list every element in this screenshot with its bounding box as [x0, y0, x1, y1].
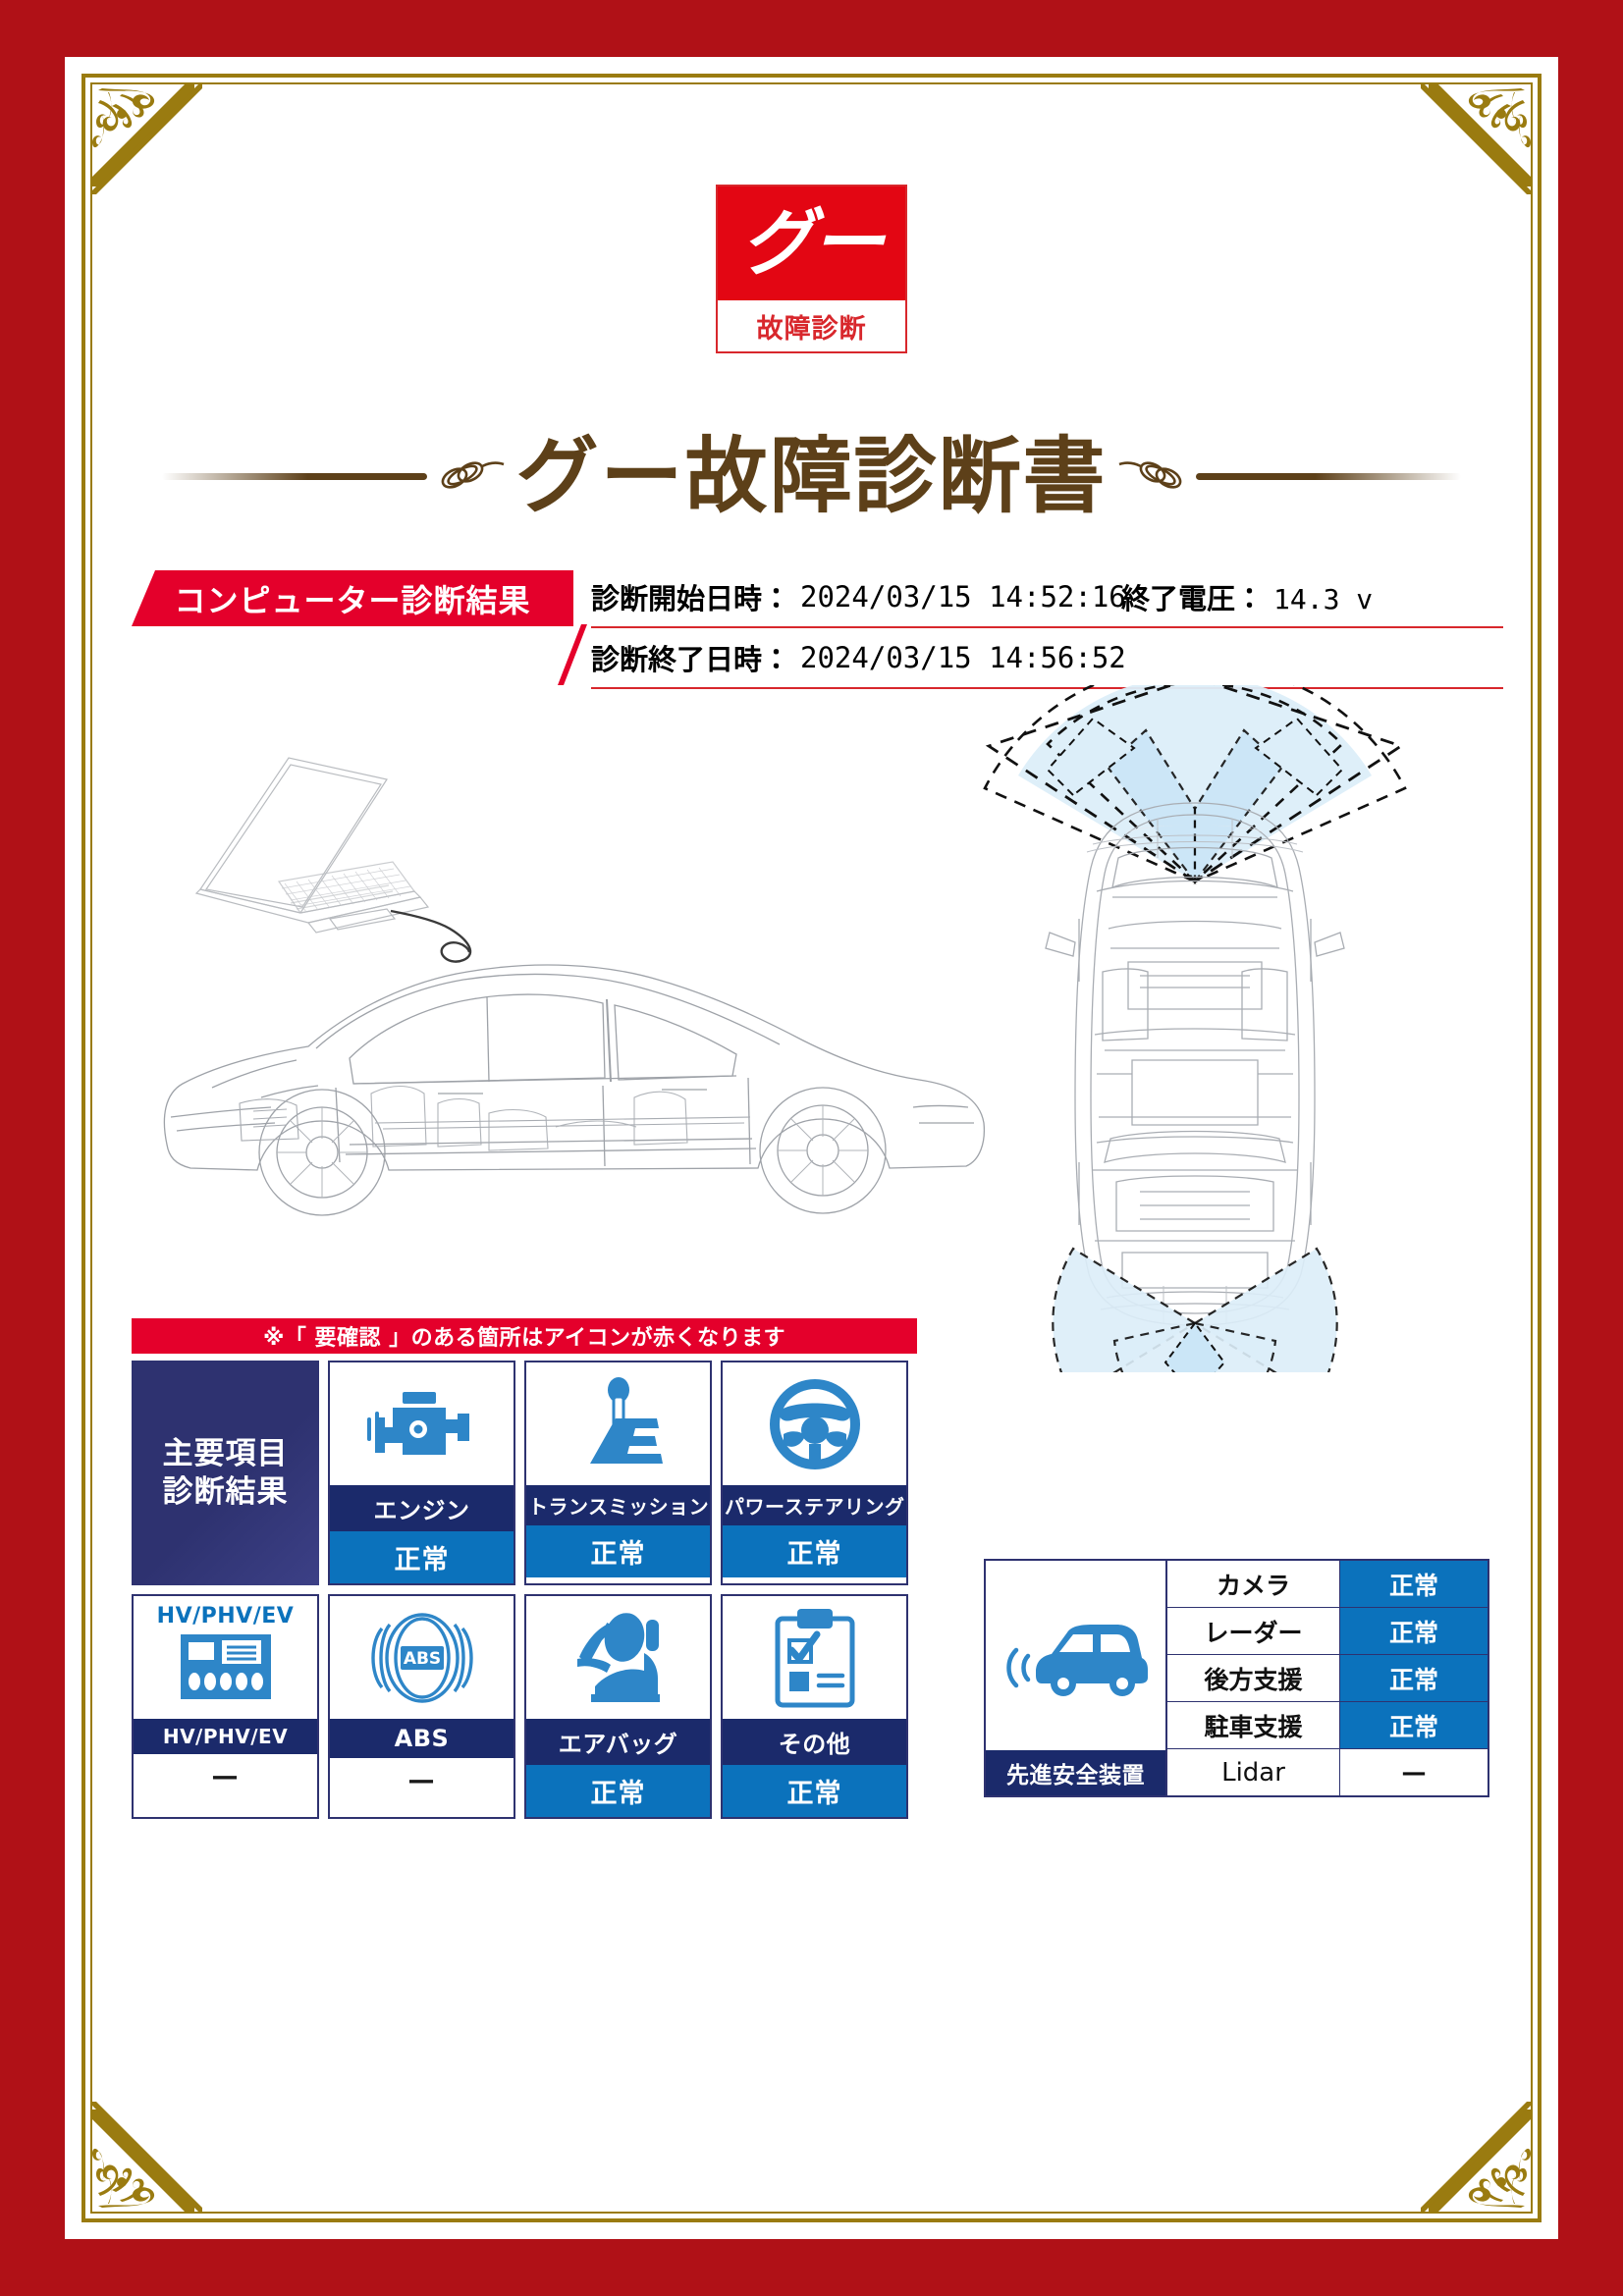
safety-item-status: 正常 [1340, 1702, 1488, 1748]
item-card-hv-phv-ev[interactable]: HV/PHV/EV [132, 1594, 319, 1819]
safety-row-radar: レーダー 正常 [1167, 1608, 1488, 1655]
main-items-notice: ※「 要確認 」のある箇所はアイコンが赤くなります [132, 1318, 917, 1354]
banner-slash-decoration [558, 624, 587, 685]
brand-logo: グー 故障診断 [104, 185, 1519, 353]
item-card-transmission[interactable]: トランスミッション 正常 [524, 1361, 712, 1585]
safety-item-status: 正常 [1340, 1655, 1488, 1701]
steering-wheel-icon [723, 1362, 906, 1485]
main-items-row-1: 主要項目 診断結果 [132, 1361, 917, 1585]
diagnosis-end-label: 診断終了日時： [591, 643, 791, 676]
item-card-other[interactable]: その他 正常 [721, 1594, 908, 1819]
diagnosis-end-value: 2024/03/15 14:56:52 [800, 641, 1126, 674]
vehicle-illustrations [104, 685, 1519, 1392]
transmission-icon [526, 1362, 710, 1485]
airbag-icon [526, 1596, 710, 1719]
item-label: エアバッグ [526, 1719, 710, 1765]
battery-icon: HV/PHV/EV [134, 1596, 317, 1719]
main-items-section-title: 主要項目 診断結果 [132, 1361, 319, 1585]
ornament-knot-icon [442, 461, 505, 489]
diagnosis-end-row: 診断終了日時： 2024/03/15 14:56:52 [591, 628, 1503, 689]
item-status: 正常 [526, 1525, 710, 1577]
safety-row-lidar: Lidar — [1167, 1749, 1488, 1795]
item-status: — [134, 1754, 317, 1798]
item-status: 正常 [526, 1765, 710, 1817]
hv-tag-label: HV/PHV/EV [156, 1604, 295, 1629]
item-label: パワーステアリング [723, 1485, 906, 1525]
logo-mark-text: グー [740, 201, 885, 286]
document-title-row: グー故障診断書 [104, 435, 1519, 517]
computer-diagnosis-banner: コンピューター診断結果 [132, 570, 573, 626]
item-status: 正常 [330, 1531, 514, 1583]
safety-row-rear-assist: 後方支援 正常 [1167, 1655, 1488, 1702]
side-view-car-wireframe-illustration [163, 964, 986, 1216]
advanced-safety-label: 先進安全装置 [986, 1750, 1165, 1795]
item-card-abs[interactable]: ABS ABS — [328, 1594, 515, 1819]
certificate-paper: グー 故障診断 グー故障診断書 [65, 57, 1558, 2239]
safety-item-label: レーダー [1167, 1608, 1340, 1654]
item-card-engine[interactable]: エンジン 正常 [328, 1361, 515, 1585]
item-status: 正常 [723, 1765, 906, 1817]
safety-item-label: 後方支援 [1167, 1655, 1340, 1701]
end-voltage-group: 終了電圧： 14.3 v [1121, 576, 1373, 617]
abs-icon: ABS [330, 1596, 514, 1719]
gold-border-outer [81, 74, 1542, 2222]
laptop-wireframe-illustration [194, 757, 472, 963]
item-label: その他 [723, 1719, 906, 1765]
advanced-safety-rows: カメラ 正常 レーダー 正常 後方支援 正常 駐車支援 正常 [1167, 1561, 1488, 1795]
title-rule-left [162, 472, 428, 480]
end-voltage-value: 14.3 v [1273, 583, 1374, 615]
safety-item-label: 駐車支援 [1167, 1702, 1340, 1748]
safety-item-label: Lidar [1167, 1749, 1340, 1795]
safety-item-status: — [1340, 1749, 1488, 1795]
rear-sensor-zones [1052, 1247, 1338, 1372]
item-card-power-steering[interactable]: パワーステアリング 正常 [721, 1361, 908, 1585]
top-view-car-sensor-illustration [983, 685, 1407, 1372]
item-card-airbag[interactable]: エアバッグ 正常 [524, 1594, 712, 1819]
advanced-safety-table: 先進安全装置 カメラ 正常 レーダー 正常 後方支援 正常 [984, 1559, 1489, 1797]
end-voltage-label: 終了電圧： [1121, 582, 1265, 615]
diagnosis-start-row: 診断開始日時： 2024/03/15 14:52:16 終了電圧： 14.3 v [591, 567, 1503, 628]
computer-diagnosis-header: コンピューター診断結果 診断開始日時： 2024/03/15 14:52:16 … [132, 567, 1503, 689]
item-status: 正常 [723, 1525, 906, 1577]
item-label: エンジン [330, 1485, 514, 1531]
engine-icon [330, 1362, 514, 1485]
logo-subtitle: 故障診断 [756, 313, 867, 345]
safety-item-label: カメラ [1167, 1561, 1340, 1607]
section-title-line-1: 主要項目 [162, 1435, 289, 1471]
safety-item-status: 正常 [1340, 1608, 1488, 1654]
title-rule-right [1195, 472, 1461, 480]
svg-text:ABS: ABS [403, 1649, 440, 1669]
safety-item-status: 正常 [1340, 1561, 1488, 1607]
computer-diagnosis-banner-label: コンピューター診断結果 [174, 581, 531, 619]
report-content: グー 故障診断 グー故障診断書 [104, 96, 1519, 2200]
diagnosis-start-label: 診断開始日時： [591, 582, 791, 615]
diagnosis-start-value: 2024/03/15 14:52:16 [800, 580, 1126, 614]
main-items-row-2: HV/PHV/EV [132, 1594, 917, 1819]
front-sensor-zones [983, 685, 1407, 885]
logo-mark-area: グー [718, 187, 905, 300]
gold-border-inner [90, 82, 1533, 2214]
safety-row-camera: カメラ 正常 [1167, 1561, 1488, 1608]
main-items-section: ※「 要確認 」のある箇所はアイコンが赤くなります 主要項目 診断結果 [132, 1318, 917, 1819]
safety-row-parking-assist: 駐車支援 正常 [1167, 1702, 1488, 1749]
item-label: HV/PHV/EV [134, 1719, 317, 1754]
section-title-line-2: 診断結果 [162, 1473, 289, 1510]
clipboard-check-icon [723, 1596, 906, 1719]
page-title: グー故障診断書 [515, 428, 1108, 524]
ornament-knot-icon [1118, 461, 1181, 489]
car-sensor-icon [986, 1561, 1165, 1750]
item-status: — [330, 1758, 514, 1802]
item-label: トランスミッション [526, 1485, 710, 1525]
item-label: ABS [330, 1719, 514, 1758]
